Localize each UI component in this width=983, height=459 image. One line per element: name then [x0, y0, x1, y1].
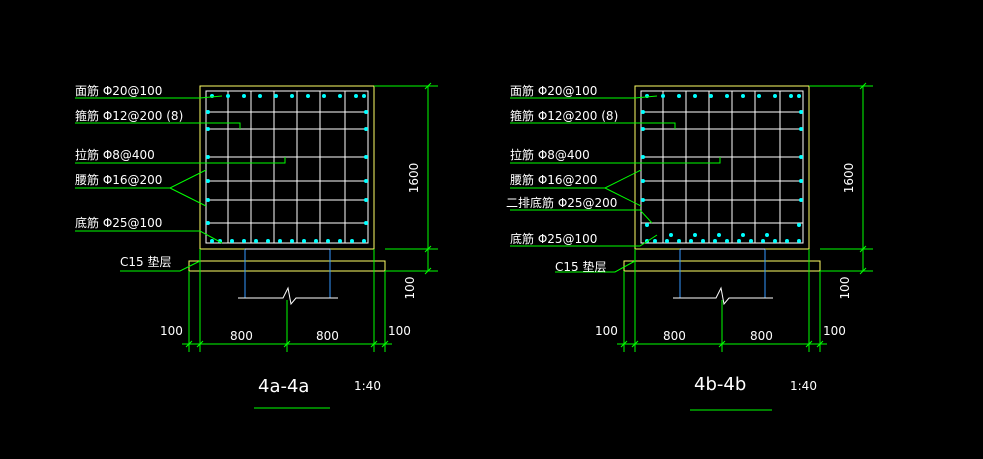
section-title: 4a-4a: [258, 376, 309, 397]
side-bars: [206, 110, 368, 225]
height-dim-text: 1600: [407, 163, 421, 194]
left-ext-dim-text: 100: [160, 324, 183, 338]
right-ext-dim-text: 100: [388, 324, 411, 338]
column-below: [679, 249, 766, 298]
break-line: [673, 286, 773, 306]
cushion-dim-text: 100: [403, 277, 417, 300]
dimension-lines: [617, 82, 873, 352]
span-right-dim-text: 800: [750, 329, 773, 343]
cushion-label: C15 垫层: [120, 254, 171, 269]
left-ext-dim-text: 100: [595, 324, 618, 338]
leader-lines: [75, 95, 286, 272]
waist-label: 腰筋 Φ16@200: [510, 172, 597, 187]
break-line: [238, 286, 338, 306]
top-bar-label: 面筋 Φ20@100: [75, 83, 162, 98]
bottom-bar-label: 底筋 Φ25@100: [510, 231, 597, 246]
section-4a-labels: 面筋 Φ20@100 箍筋 Φ12@200 (8) 拉筋 Φ8@400 腰筋 Φ…: [75, 83, 421, 397]
span-left-dim-text: 800: [230, 329, 253, 343]
stirrup-label: 箍筋 Φ12@200 (8): [510, 108, 618, 123]
span-right-dim-text: 800: [316, 329, 339, 343]
section-4b: [510, 82, 873, 411]
dimension-lines: [182, 82, 438, 352]
span-left-dim-text: 800: [663, 329, 686, 343]
column-below: [244, 249, 331, 298]
inner-stirrups: [662, 91, 781, 243]
top-bar-label: 面筋 Φ20@100: [510, 83, 597, 98]
tie-label: 拉筋 Φ8@400: [75, 147, 155, 162]
cushion-dim-text: 100: [838, 277, 852, 300]
bottom-bars: [210, 239, 366, 243]
cushion-layer: [623, 260, 821, 272]
cushion-label: C15 垫层: [555, 259, 606, 274]
stirrup-outline: [640, 90, 804, 244]
section-4a: [75, 82, 438, 409]
second-bottom-label: 二排底筋 Φ25@200: [506, 195, 617, 210]
leader-lines: [510, 95, 721, 273]
right-ext-dim-text: 100: [823, 324, 846, 338]
waist-lines: [206, 111, 368, 224]
tie-label: 拉筋 Φ8@400: [510, 147, 590, 162]
height-dim-text: 1600: [842, 163, 856, 194]
second-row-bars: [645, 223, 801, 237]
section-scale: 1:40: [790, 379, 817, 393]
stirrup-outline: [205, 90, 369, 244]
side-bars: [641, 110, 803, 202]
inner-stirrups: [227, 91, 346, 243]
bottom-bar-label: 底筋 Φ25@100: [75, 215, 162, 230]
waist-label: 腰筋 Φ16@200: [75, 172, 162, 187]
section-title: 4b-4b: [694, 374, 746, 395]
section-4b-labels: 面筋 Φ20@100 箍筋 Φ12@200 (8) 拉筋 Φ8@400 腰筋 Φ…: [506, 83, 856, 395]
section-scale: 1:40: [354, 379, 381, 393]
stirrup-label: 箍筋 Φ12@200 (8): [75, 108, 183, 123]
waist-lines: [641, 111, 803, 224]
